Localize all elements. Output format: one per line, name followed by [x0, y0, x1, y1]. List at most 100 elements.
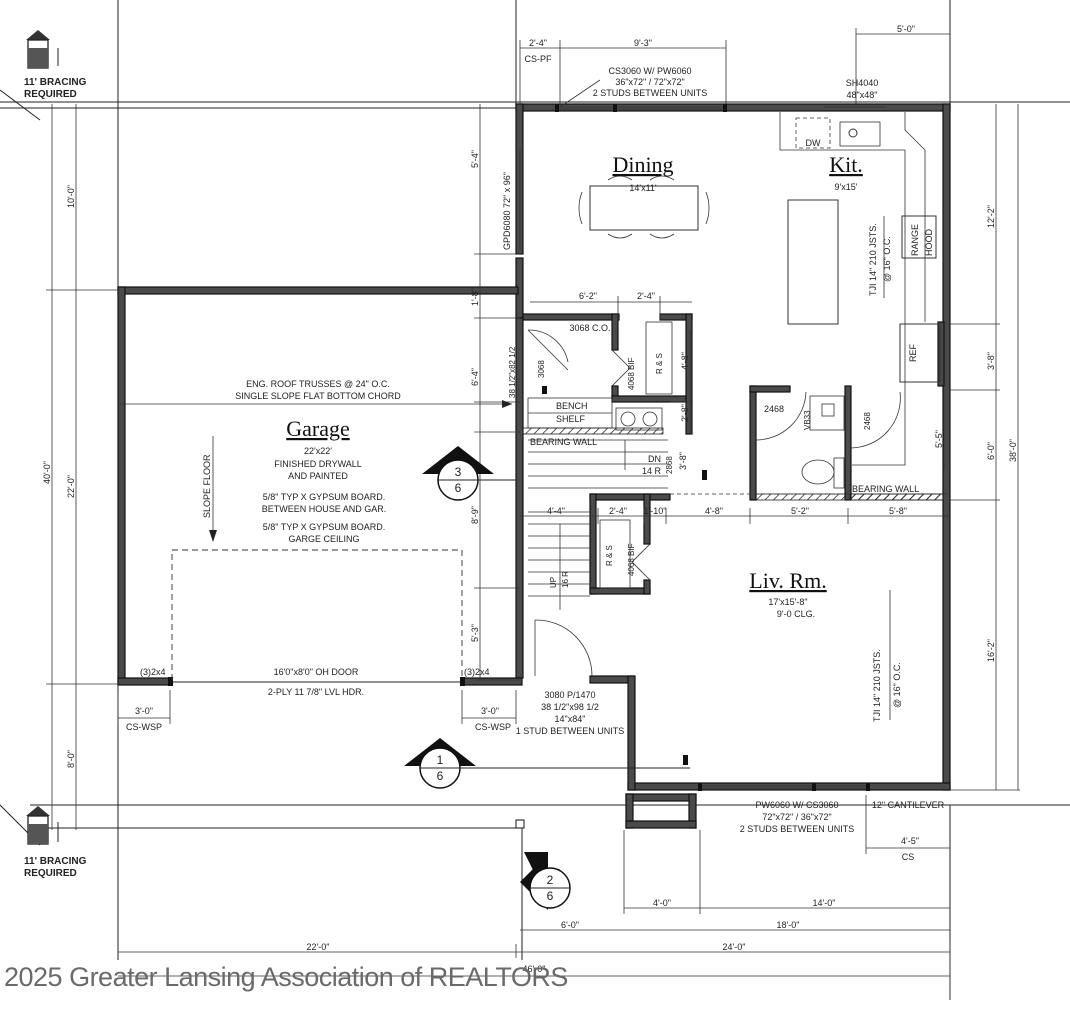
room-name-garage: Garage [286, 416, 350, 441]
dim-22-0-bottom: 22'-0" [307, 942, 330, 952]
dim-6-0-bottom: 6'-0" [561, 920, 579, 930]
dim-14-0: 14'-0" [813, 898, 836, 908]
garage-walls [117, 286, 523, 686]
garage-gyp-1a: 5/8" TYP X GYPSUM BOARD. [263, 492, 385, 502]
dim-4-8-h: 4'-8" [705, 506, 723, 516]
overhead-door-label: 16'0"x8'0" OH DOOR [274, 667, 359, 677]
shelf-label: SHELF [556, 414, 586, 424]
dim-8-9: 8'-9" [470, 506, 480, 524]
window-top-2: 36"x72" / 72"x72" [615, 77, 684, 87]
dim-5-4: 5'-4" [470, 150, 480, 168]
dim-5-5: 5'-5" [934, 430, 944, 448]
interior-walls [515, 112, 945, 829]
entry-door-1: 3080 P/1470 [544, 690, 595, 700]
annotations: ENG. ROOF TRUSSES @ 24" O.C. SINGLE SLOP… [126, 24, 945, 862]
room-name-dining: Dining [612, 152, 673, 177]
section-marker-2: 2 6 [520, 852, 571, 910]
ref-label: REF [908, 343, 918, 362]
section-marker-3: 3 6 [422, 446, 516, 501]
window-bottom-3: 2 STUDS BETWEEN UNITS [740, 824, 855, 834]
entry-door-4: 1 STUD BETWEEN UNITS [516, 726, 625, 736]
section-2-sheet: 6 [547, 889, 554, 903]
rs-top: R & S [655, 353, 664, 374]
dishwasher-label: DW [806, 138, 821, 148]
dim-12-2: 12'-2" [986, 205, 996, 228]
bracing-symbol-bottom: 11' BRACING REQUIRED [24, 806, 87, 879]
door-2468-a: 2468 [764, 404, 784, 414]
section-marker-1: 1 6 [404, 738, 690, 789]
dim-5-8: 5'-8" [889, 506, 907, 516]
dim-1-8: 1'-8" [470, 288, 480, 306]
dim-3-8-right: 3'-8" [986, 352, 996, 370]
bracing-bottom-label-a: 11' BRACING [24, 856, 87, 867]
gpd-label: GPD6080 72" x 96" [502, 172, 512, 250]
room-name-kitchen: Kit. [829, 152, 863, 177]
truss-note-2: SINGLE SLOPE FLAT BOTTOM CHORD [235, 391, 401, 401]
dim-4-4: 4'-4" [547, 506, 565, 516]
cs-wsp-left: CS-WSP [126, 722, 162, 732]
room-size-garage: 22'x22' [304, 446, 332, 456]
garage-note-2: AND PAINTED [288, 471, 348, 481]
bench-label: BENCH [556, 401, 588, 411]
header-label: 2-PLY 11 7/8" LVL HDR. [268, 687, 364, 697]
stair-down: DN [648, 454, 661, 464]
post-right-label: (3)2x4 [464, 667, 490, 677]
joist-liv-2: @ 16" O.C. [892, 662, 902, 708]
bracing-top-label-a: 11' BRACING [24, 77, 87, 88]
bifold-top: 4068 BIF [627, 357, 636, 390]
vanity-vb33: VB33 [803, 410, 812, 430]
dim-6-4: 6'-4" [470, 368, 480, 386]
dim-8-0: 8'-0" [66, 750, 76, 768]
garage-gyp-1b: BETWEEN HOUSE AND GAR. [262, 504, 387, 514]
sh4040-b: 48"x48" [847, 90, 878, 100]
copyright-watermark: 2025 Greater Lansing Association of REAL… [4, 962, 568, 992]
bracing-symbol-top: 11' BRACING REQUIRED [24, 30, 87, 100]
dim-40-0: 40'-0" [42, 461, 52, 484]
joist-liv-1: TJI 14" 210 JSTS. [872, 649, 882, 722]
dim-3-0-left: 3'-0" [135, 706, 153, 716]
stair-up: UP [549, 577, 558, 588]
stair-up-risers: 16 R [561, 571, 570, 588]
dim-5-2: 5'-2" [791, 506, 809, 516]
entry-door-2: 38 1/2"x98 1/2 [541, 702, 599, 712]
room-labels: Dining 14'x11' Kit. 9'x15' Garage 22'x22… [262, 152, 863, 619]
door-3068: 3068 [537, 360, 546, 378]
dim-4-0: 4'-0" [653, 898, 671, 908]
dim-5-0: 5'-0" [897, 24, 915, 34]
stair-treads [528, 439, 668, 610]
dim-24-0: 24'-0" [723, 942, 746, 952]
dim-2-4-top: 2'-4" [529, 38, 547, 48]
room-size-kitchen: 9'x15' [835, 182, 858, 192]
joist-kit-1: TJI 14" 210 JSTS. [868, 223, 878, 296]
joist-kit-2: @ 16" O.C. [882, 236, 892, 282]
bearing-wall-1: BEARING WALL [530, 437, 597, 447]
section-3-sheet: 6 [455, 481, 462, 495]
cs-pf-label: CS-PF [525, 54, 553, 64]
dim-10-0: 10'-0" [66, 185, 76, 208]
section-3-number: 3 [455, 465, 462, 479]
bifold-bottom: 4068 BIF [627, 543, 636, 576]
dim-6-0-right: 6'-0" [986, 442, 996, 460]
dim-9-3: 9'-3" [634, 38, 652, 48]
dim-22-0-left: 22'-0" [66, 475, 76, 498]
dim-1-10: 1'-10" [644, 506, 667, 516]
stair-risers: 14 R [642, 466, 662, 476]
dim-2-8: 2'-8" [680, 404, 690, 422]
bracing-bottom-label-b: REQUIRED [24, 868, 77, 879]
door-3068-co: 3068 C.O. [569, 323, 610, 333]
dimension-lines [46, 28, 1020, 1000]
door-2868: 2868 [665, 456, 674, 474]
entry-door-3: 14"x84" [555, 714, 586, 724]
section-2-number: 2 [547, 873, 554, 887]
windows [519, 79, 886, 791]
dim-3-0-right: 3'-0" [481, 706, 499, 716]
garage-note-1: FINISHED DRYWALL [274, 459, 362, 469]
room-size-dining: 14'x11' [629, 183, 657, 193]
garage-gyp-2a: 5/8" TYP X GYPSUM BOARD. [263, 522, 385, 532]
slope-floor-label: SLOPE FLOOR [202, 454, 212, 518]
post-left-label: (3)2x4 [140, 667, 166, 677]
dim-18-0: 18'-0" [777, 920, 800, 930]
dim-5-3: 5'-3" [470, 624, 480, 642]
bracing-top-label-b: REQUIRED [24, 89, 77, 100]
